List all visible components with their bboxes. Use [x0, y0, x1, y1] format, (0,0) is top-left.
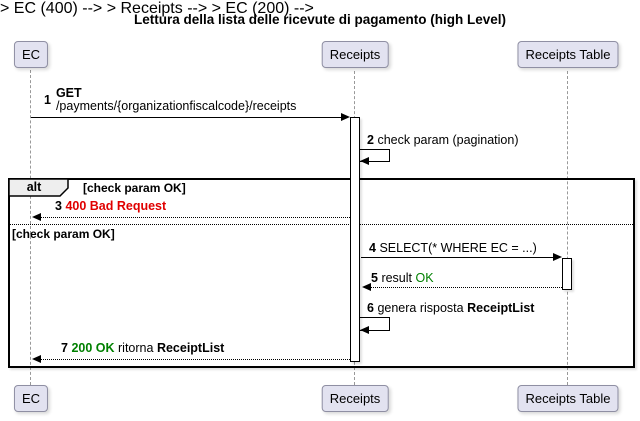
arrowhead — [360, 157, 369, 165]
alt-guard-2: [check param OK] — [12, 227, 115, 241]
arrowhead — [32, 213, 41, 221]
message-4-arrow — [361, 257, 553, 258]
message-6-self-arrow — [389, 317, 390, 331]
message-7-payload: ReceiptList — [156, 341, 225, 355]
http-method: GET — [55, 86, 82, 100]
alt-section-divider — [9, 224, 633, 225]
message-2-number: 2 — [367, 133, 374, 147]
message-7-status: 200 OK — [71, 341, 115, 355]
message-5-arrow — [370, 287, 562, 288]
message-2-self-arrow — [360, 149, 390, 150]
message-7-text: ritorna — [118, 341, 154, 355]
participant-receipts-top: Receipts — [321, 41, 389, 68]
message-2-label: 2 check param (pagination) — [367, 133, 518, 147]
message-1-arrow — [31, 117, 342, 118]
message-4-text: SELECT(* WHERE EC = ...) — [379, 241, 537, 255]
message-7-label: 7 200 OK ritorna ReceiptList — [61, 341, 224, 355]
message-5-number: 5 — [371, 271, 378, 285]
participant-receipts-bottom: Receipts — [321, 385, 389, 412]
alt-operator-label: alt — [26, 180, 42, 194]
message-5-status: OK — [415, 271, 434, 285]
message-3-label: 3 400 Bad Request — [55, 199, 166, 213]
message-2-self-arrow — [389, 149, 390, 162]
message-2-text: check param (pagination) — [377, 133, 519, 147]
message-5-text: result — [381, 271, 413, 285]
lifeline-receipts-table — [567, 71, 568, 385]
message-5-label: 5 result OK — [371, 271, 434, 285]
message-2-self-arrow — [360, 161, 390, 162]
participant-receipts-table-top: Receipts Table — [517, 41, 619, 68]
lifeline-ec — [30, 70, 31, 385]
message-3-error-text: 400 Bad Request — [65, 199, 167, 213]
message-1-number: 1 — [44, 92, 51, 107]
diagram-title: Lettura della lista delle ricevute di pa… — [133, 12, 507, 27]
message-6-self-arrow — [360, 317, 390, 318]
message-1-label: 1 GET/payments/{organizationfiscalcode}/… — [44, 87, 296, 113]
participant-ec-bottom: EC — [13, 385, 49, 412]
alt-guard-1: [check param OK] — [83, 181, 186, 195]
arrowhead — [362, 283, 371, 291]
arrowhead — [553, 253, 562, 261]
message-1-text: GET/payments/{organizationfiscalcode}/re… — [56, 87, 296, 113]
message-4-label: 4 SELECT(* WHERE EC = ...) — [369, 241, 537, 255]
arrowhead — [32, 355, 41, 363]
arrowhead — [341, 113, 350, 121]
message-6-label: 6 genera risposta ReceiptList — [367, 301, 534, 315]
activation-bar-receipts — [350, 117, 360, 362]
message-3-arrow — [39, 217, 350, 218]
message-6-self-arrow — [360, 330, 390, 331]
message-3-number: 3 — [55, 199, 62, 213]
message-4-number: 4 — [369, 241, 376, 255]
request-path: /payments/{organizationfiscalcode}/recei… — [55, 99, 297, 113]
message-7-arrow — [39, 359, 350, 360]
message-6-number: 6 — [367, 301, 374, 315]
participant-receipts-table-bottom: Receipts Table — [517, 385, 619, 412]
activation-bar-receipts-table — [562, 258, 572, 290]
participant-ec-top: EC — [13, 41, 49, 68]
arrowhead — [360, 326, 369, 334]
message-6-payload: ReceiptList — [467, 301, 535, 315]
alt-frame — [8, 178, 635, 368]
message-6-text: genera risposta — [377, 301, 464, 315]
alt-frame-label-shape — [8, 178, 69, 197]
message-7-number: 7 — [61, 341, 68, 355]
